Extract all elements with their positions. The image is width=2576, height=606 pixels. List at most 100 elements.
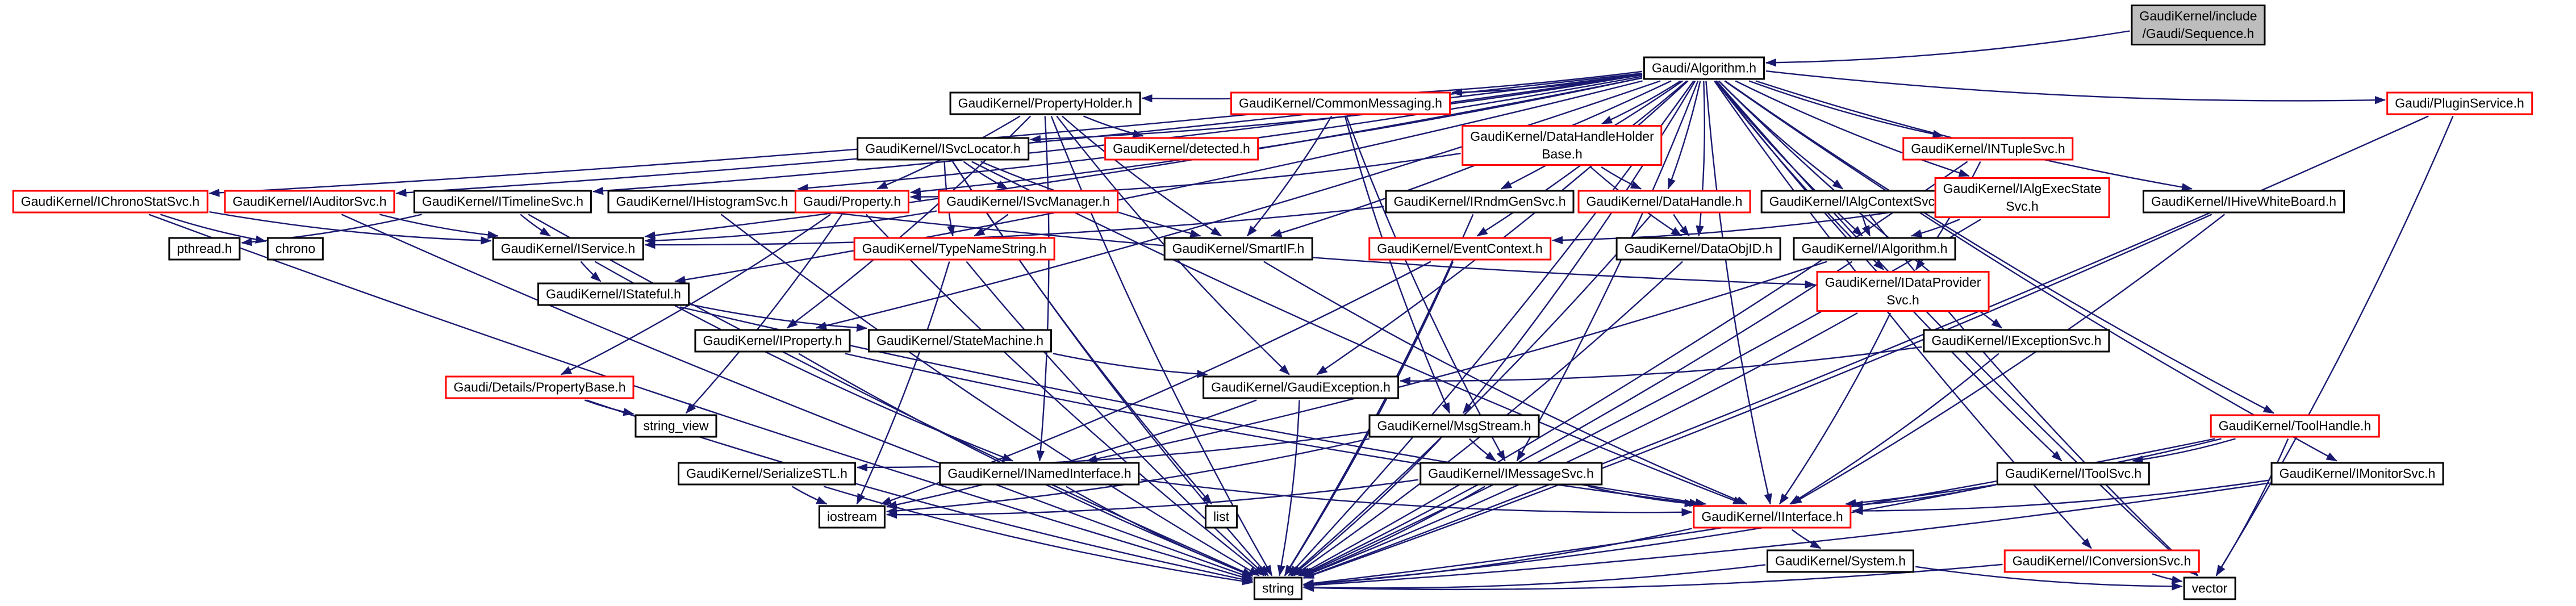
node-label: vector	[2191, 580, 2228, 596]
include-edge-idataprovidersvc-to-iinterface	[1779, 312, 1892, 505]
node-label: GaudiKernel/IAlgContextSvc.h	[1769, 194, 1946, 209]
graph-node-intuplesvc[interactable]: GaudiKernel/INTupleSvc.h	[1902, 137, 2074, 161]
graph-node-smartif[interactable]: GaudiKernel/SmartIF.h	[1163, 237, 1313, 261]
graph-node-ihistogramsvc[interactable]: GaudiKernel/IHistogramSvc.h	[607, 190, 797, 214]
graph-node-ichronostatsvc[interactable]: GaudiKernel/IChronoStatSvc.h	[12, 190, 208, 214]
graph-node-statemachine[interactable]: GaudiKernel/StateMachine.h	[867, 329, 1053, 353]
graph-node-propertyholder[interactable]: GaudiKernel/PropertyHolder.h	[949, 91, 1141, 115]
graph-node-seq: GaudiKernel/include/Gaudi/Sequence.h	[2131, 5, 2266, 45]
node-label: GaudiKernel/IHistogramSvc.h	[616, 194, 788, 209]
include-edge-algorithm-to-datahandle	[1667, 81, 1701, 190]
graph-node-gaudiexception[interactable]: GaudiKernel/GaudiException.h	[1203, 375, 1399, 399]
node-label: GaudiKernel/IProperty.h	[703, 333, 842, 348]
node-label: /Gaudi/Sequence.h	[2142, 26, 2254, 41]
graph-node-system[interactable]: GaudiKernel/System.h	[1766, 549, 1915, 573]
node-label: Base.h	[1542, 147, 1583, 161]
graph-node-ialgcontextsvc[interactable]: GaudiKernel/IAlgContextSvc.h	[1760, 190, 1955, 214]
node-label: GaudiKernel/ISvcLocator.h	[865, 141, 1021, 156]
node-label: Gaudi/Details/PropertyBase.h	[453, 379, 626, 395]
include-edge-iinterface-to-system	[1791, 529, 1822, 549]
graph-node-stringview[interactable]: string_view	[634, 414, 717, 438]
include-edge-itoolsvc-to-iinterface	[1852, 484, 1996, 509]
graph-node-string[interactable]: string	[1253, 576, 1303, 600]
graph-node-iostream[interactable]: iostream	[818, 505, 886, 529]
graph-node-iinterface[interactable]: GaudiKernel/IInterface.h	[1693, 505, 1852, 529]
graph-node-inamedinterface[interactable]: GaudiKernel/INamedInterface.h	[939, 462, 1140, 486]
node-label: GaudiKernel/EventContext.h	[1377, 241, 1543, 256]
graph-node-datahandle[interactable]: GaudiKernel/DataHandle.h	[1577, 190, 1751, 214]
include-edge-algorithm-to-intuplesvc	[1748, 80, 1944, 138]
node-label: pthread.h	[177, 241, 232, 256]
include-edge-pluginservice-to-vector	[2215, 116, 2454, 576]
node-label: GaudiKernel/IInterface.h	[1701, 509, 1843, 524]
graph-node-pthread[interactable]: pthread.h	[168, 237, 241, 261]
graph-node-iconversionsvc[interactable]: GaudiKernel/IConversionSvc.h	[2003, 549, 2200, 573]
graph-node-algorithm[interactable]: Gaudi/Algorithm.h	[1643, 56, 1765, 80]
node-label: GaudiKernel/IAlgExecState	[1943, 181, 2102, 196]
graph-node-gaudiproperty[interactable]: Gaudi/Property.h	[794, 190, 910, 214]
node-label: GaudiKernel/TypeNameString.h	[862, 241, 1047, 256]
include-edge-idataprovidersvc-to-string	[1302, 312, 1858, 577]
graph-node-iservice[interactable]: GaudiKernel/IService.h	[492, 237, 644, 261]
graph-node-list[interactable]: list	[1204, 505, 1238, 529]
node-label: GaudiKernel/IStateful.h	[546, 286, 681, 302]
graph-node-dataobjid[interactable]: GaudiKernel/DataObjID.h	[1615, 237, 1781, 261]
include-edge-serializestl-to-iostream	[791, 486, 828, 505]
graph-node-eventcontext[interactable]: GaudiKernel/EventContext.h	[1368, 237, 1551, 261]
include-edge-typenamestring-to-string	[966, 261, 1267, 576]
include-edge-isvcmanager-to-iservice	[644, 210, 937, 245]
node-label: GaudiKernel/IService.h	[500, 241, 636, 256]
graph-node-ialgorithm[interactable]: GaudiKernel/IAlgorithm.h	[1793, 237, 1956, 261]
include-edge-dhhb-to-datahandle	[1601, 166, 1642, 190]
graph-node-itoolsvc[interactable]: GaudiKernel/IToolSvc.h	[1996, 462, 2151, 486]
node-label: GaudiKernel/MsgStream.h	[1377, 418, 1531, 433]
graph-node-typenamestring[interactable]: GaudiKernel/TypeNameString.h	[853, 237, 1055, 261]
graph-node-itimelinesvc[interactable]: GaudiKernel/ITimelineSvc.h	[413, 190, 592, 214]
include-edge-pluginservice-to-string	[1302, 115, 2429, 579]
graph-node-imessagesvc[interactable]: GaudiKernel/IMessageSvc.h	[1419, 462, 1602, 486]
graph-node-iexceptionsvc[interactable]: GaudiKernel/IExceptionSvc.h	[1923, 329, 2110, 353]
graph-node-vector[interactable]: vector	[2183, 576, 2236, 600]
include-edge-toolhandle-to-vector	[2215, 438, 2289, 576]
node-label: Svc.h	[1886, 292, 1919, 307]
graph-node-isvcmanager[interactable]: GaudiKernel/ISvcManager.h	[938, 190, 1118, 214]
node-label: GaudiKernel/IChronoStatSvc.h	[20, 194, 200, 209]
node-label: GaudiKernel/IDataProvider	[1825, 275, 1981, 290]
include-edge-algorithm-to-iinterface	[1705, 81, 1772, 505]
node-label: GaudiKernel/ISvcManager.h	[946, 194, 1110, 209]
graph-node-iproperty[interactable]: GaudiKernel/IProperty.h	[694, 329, 851, 353]
graph-node-detected[interactable]: GaudiKernel/detected.h	[1104, 137, 1259, 161]
node-label: GaudiKernel/ToolHandle.h	[2218, 418, 2372, 433]
include-edge-ichronostatsvc-to-string	[148, 214, 1254, 581]
graph-node-imonitorsvc[interactable]: GaudiKernel/IMonitorSvc.h	[2270, 462, 2444, 486]
graph-node-chrono[interactable]: chrono	[266, 237, 324, 261]
graph-node-commonmessaging[interactable]: GaudiKernel/CommonMessaging.h	[1230, 91, 1451, 115]
node-label: GaudiKernel/IConversionSvc.h	[2012, 553, 2191, 569]
node-label: Gaudi/Algorithm.h	[1651, 60, 1757, 76]
include-edge-iauditorsvc-to-iservice	[379, 214, 499, 239]
node-label: GaudiKernel/PropertyHolder.h	[958, 95, 1133, 111]
node-label: GaudiKernel/INTupleSvc.h	[1911, 141, 2065, 156]
graph-node-serializestl[interactable]: GaudiKernel/SerializeSTL.h	[678, 462, 856, 486]
include-edge-propertyholder-to-inamedinterface	[1036, 116, 1050, 462]
include-edge-iinterface-to-string	[1302, 528, 1692, 588]
graph-node-ihivewhiteboard[interactable]: GaudiKernel/IHiveWhiteBoard.h	[2143, 190, 2345, 214]
include-edge-seq-to-algorithm	[1765, 30, 2130, 67]
include-edge-imessagesvc-to-iinterface	[1588, 486, 1696, 508]
include-edge-propertyholder-to-string	[1050, 116, 1273, 576]
graph-node-msgstream[interactable]: GaudiKernel/MsgStream.h	[1368, 414, 1540, 438]
graph-node-svclocator[interactable]: GaudiKernel/ISvcLocator.h	[857, 137, 1029, 161]
graph-node-iauditorsvc[interactable]: GaudiKernel/IAuditorSvc.h	[224, 190, 395, 214]
graph-node-irndmgensvc[interactable]: GaudiKernel/IRndmGenSvc.h	[1385, 190, 1575, 214]
include-edge-intuplesvc-to-string	[1298, 161, 1968, 576]
graph-node-propertybase[interactable]: Gaudi/Details/PropertyBase.h	[445, 375, 634, 399]
graph-node-istateful[interactable]: GaudiKernel/IStateful.h	[537, 282, 690, 306]
include-edge-gaudiexception-to-iostream	[886, 399, 1257, 509]
graph-node-pluginservice[interactable]: Gaudi/PluginService.h	[2386, 91, 2533, 115]
include-edge-iexceptionsvc-to-gaudiexception	[1399, 346, 1922, 385]
graph-node-toolhandle[interactable]: GaudiKernel/ToolHandle.h	[2210, 414, 2380, 438]
